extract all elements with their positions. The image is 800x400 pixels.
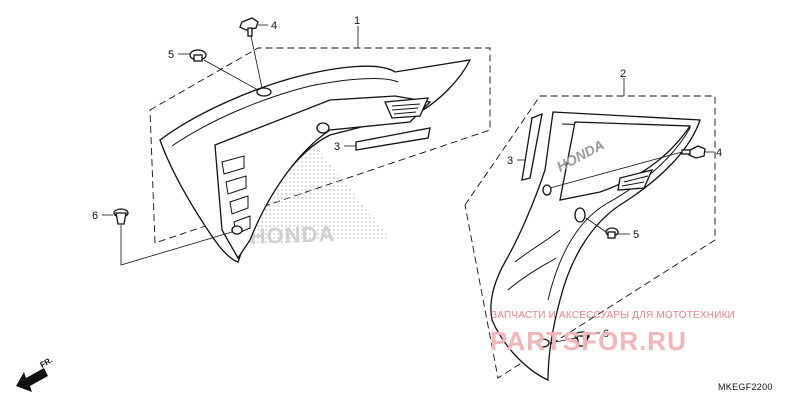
right-shroud-middle-hole	[574, 207, 586, 223]
bolt-icon	[681, 145, 706, 159]
right-sticker-strip	[521, 112, 543, 181]
callout-5-right: 5	[633, 229, 639, 241]
right-group-frame	[464, 95, 716, 379]
left-sticker-strip	[355, 127, 431, 151]
callout-2: 2	[620, 68, 626, 80]
diagram-code: MKEGF2200	[718, 382, 773, 392]
left-shroud-group: HONDA	[149, 47, 491, 263]
right-shroud-inner-panel	[559, 121, 692, 201]
watermark-tagline: ЗАПЧАСТИ И АКСЕССУАРЫ ДЛЯ МОТОТЕХНИКИ	[491, 310, 735, 321]
left-shroud-bolt-hole	[316, 122, 330, 134]
callout-3-right: 3	[507, 155, 513, 167]
left-shroud-vent	[384, 97, 430, 119]
watermark-site: PARTSFOR.RU	[490, 326, 687, 356]
front-label: FR.	[39, 355, 55, 369]
bolt-icon	[239, 17, 259, 37]
right-shroud-lower-hole	[536, 338, 550, 348]
arrow-icon	[16, 368, 48, 392]
callout-4-right: 4	[716, 147, 722, 159]
callout-6-left: 6	[92, 210, 98, 222]
clip-icon	[113, 208, 129, 225]
callout-1: 1	[354, 15, 360, 27]
left-shroud-inner-edge	[171, 78, 399, 147]
grommet-icon	[189, 49, 207, 62]
left-group-frame	[149, 47, 491, 244]
callout-5-left: 5	[168, 49, 174, 61]
left-shroud-logo: HONDA	[249, 221, 335, 249]
callout-4-left: 4	[271, 20, 277, 32]
right-shroud-inner-edge	[547, 123, 691, 301]
right-shroud-upper-hole	[542, 184, 552, 196]
right-shroud-group: HONDA	[464, 95, 716, 382]
left-shroud-grommet-hole	[256, 87, 272, 97]
callout-3-left: 3	[334, 141, 340, 153]
leader-lines	[102, 24, 714, 344]
left-shroud-lower-hole	[231, 225, 243, 235]
callout-6-right: 6	[603, 328, 609, 340]
clip-icon	[574, 331, 590, 347]
front-direction-indicator: FR.	[16, 355, 54, 392]
grommet-icon	[605, 227, 619, 239]
